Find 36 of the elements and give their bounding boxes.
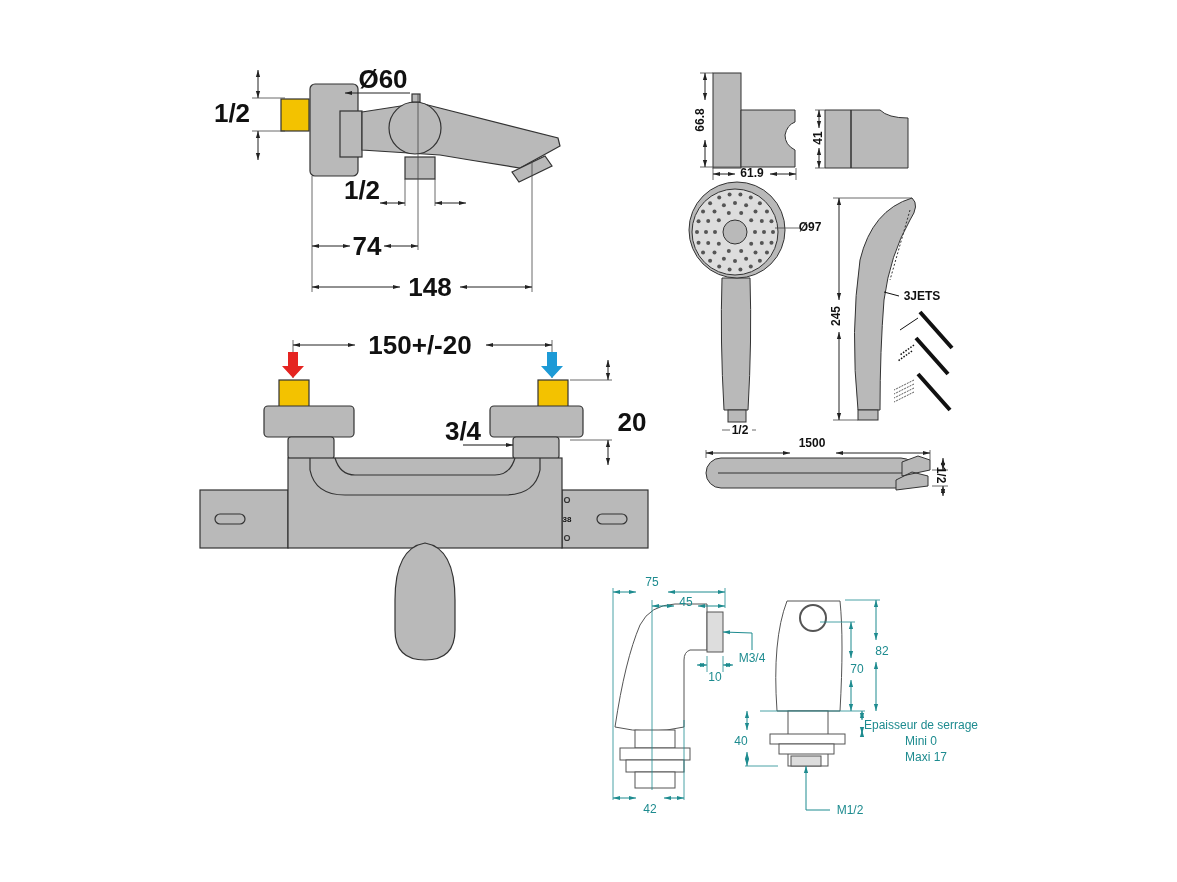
dimension-label: Ø97: [798, 221, 822, 233]
leader-line: [462, 442, 514, 448]
dimension-label: 66.8: [694, 108, 706, 132]
dimension-label: 75: [645, 576, 659, 588]
dimension-label: 1500: [798, 437, 826, 449]
dimension-label: Epaisseur de serrage: [863, 719, 979, 731]
dimension-label: 1/2: [935, 466, 947, 484]
leader-line: [883, 291, 900, 297]
callout-label: 3/4: [440, 417, 486, 445]
dimension-label: 1/2: [343, 177, 381, 203]
dimension-label: 41: [812, 131, 824, 145]
leader-line: [722, 630, 753, 651]
dimension-label: Maxi 17: [905, 751, 947, 763]
dimension-label: 10: [708, 671, 722, 683]
dimension-label: 40: [734, 735, 748, 747]
dimension-label: 74: [352, 233, 382, 259]
dimension-label: Mini 0: [905, 735, 937, 747]
dimension-label: 82: [875, 645, 889, 657]
dimension-label: 45: [679, 596, 693, 608]
dimension-label: 148: [408, 274, 452, 300]
callout-label: M3/4: [732, 650, 772, 666]
dimension-label: Ø60: [358, 66, 408, 92]
callout-label: M1/2: [830, 802, 870, 818]
dimension-label: 20: [617, 409, 647, 435]
dimension-label: 245: [830, 306, 842, 326]
threaded-stem: [790, 755, 822, 767]
dimension-label: 150+/-20: [368, 332, 472, 358]
callout-label: 3JETS: [899, 288, 945, 304]
thread-connector: [706, 611, 724, 653]
temperature-mark: 38: [562, 516, 572, 524]
leader-line: [803, 765, 831, 811]
dimension-label: 1/2: [213, 100, 251, 126]
dimension-label: 61.9: [740, 167, 764, 179]
dimension-label: 1/2: [731, 424, 749, 436]
dimension-label: 70: [850, 663, 864, 675]
dimension-label: 42: [643, 803, 657, 815]
